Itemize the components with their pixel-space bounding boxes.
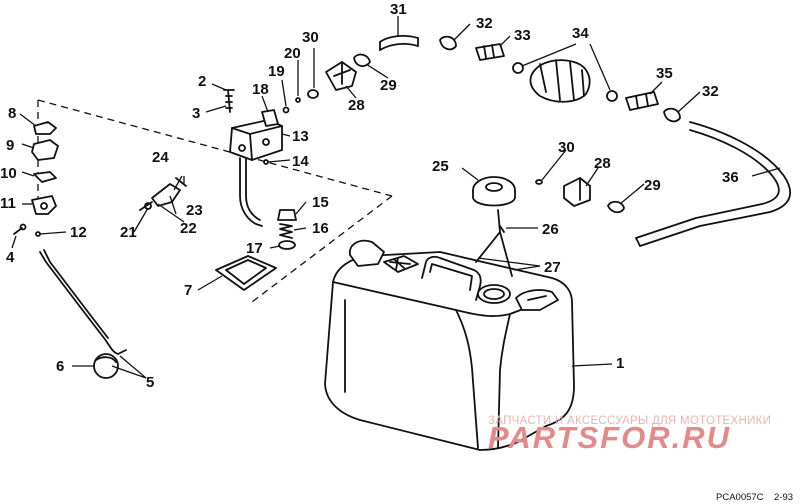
callout-34: 34	[572, 25, 589, 42]
callout-24: 24	[152, 149, 169, 166]
callout-10: 10	[0, 165, 17, 182]
callout-15: 15	[312, 194, 329, 211]
callout-22: 22	[180, 220, 197, 237]
callout-32: 32	[476, 15, 493, 32]
callout-8: 8	[8, 105, 16, 122]
callout-36: 36	[722, 169, 739, 186]
drawing-id: PCA0057C 2-93	[716, 492, 793, 503]
drawing-date: 2-93	[774, 492, 793, 503]
callout-labels: 1 2 3 4 5 6 7 8 9 10 11 12 13 14 15 16 1…	[0, 1, 739, 391]
callout-12: 12	[70, 224, 87, 241]
watermark: ЗАПЧАСТИ И АКСЕССУАРЫ ДЛЯ МОТОТЕХНИКИ PA…	[488, 415, 771, 455]
callout-14: 14	[292, 153, 309, 170]
callout-20: 20	[284, 45, 301, 62]
callout-23: 23	[186, 202, 203, 219]
callout-7: 7	[184, 282, 192, 299]
callout-28-upper: 28	[348, 97, 365, 114]
callout-17: 17	[246, 240, 263, 257]
callout-11: 11	[0, 195, 16, 212]
callout-5: 5	[146, 374, 154, 391]
callout-21: 21	[120, 224, 137, 241]
callout-27: 27	[544, 259, 561, 276]
callout-29: 29	[644, 177, 661, 194]
callout-4: 4	[6, 249, 15, 266]
callout-30-upper: 30	[302, 29, 319, 46]
fuel-line-parts	[379, 35, 792, 247]
callout-18: 18	[252, 81, 269, 98]
callout-2: 2	[198, 73, 206, 90]
callout-35: 35	[656, 65, 673, 82]
fuel-connector-parts	[325, 53, 625, 214]
callout-6: 6	[56, 358, 64, 375]
callout-13: 13	[292, 128, 309, 145]
watermark-logo-text: PARTSFOR.RU	[488, 420, 731, 455]
callout-28: 28	[594, 155, 611, 172]
drawing-code: PCA0057C	[716, 492, 764, 503]
callout-30: 30	[558, 139, 575, 156]
fuel-tank	[324, 239, 575, 451]
callout-32-lower: 32	[702, 83, 719, 100]
assembly-guide-lines	[37, 99, 393, 303]
callout-25: 25	[432, 158, 449, 175]
callout-16: 16	[312, 220, 329, 237]
watermark-tagline: ЗАПЧАСТИ И АКСЕССУАРЫ ДЛЯ МОТОТЕХНИКИ	[488, 415, 771, 427]
fuel-gauge-parts	[13, 121, 127, 379]
filler-cap-parts	[472, 176, 516, 277]
vent-screw-parts	[139, 177, 187, 211]
callout-31: 31	[390, 1, 407, 18]
sending-unit-parts	[215, 89, 319, 291]
callout-3: 3	[192, 105, 200, 122]
callout-9: 9	[6, 137, 14, 154]
callout-33: 33	[514, 27, 531, 44]
callout-1: 1	[616, 355, 624, 372]
callout-19: 19	[268, 63, 285, 80]
leader-lines	[11, 16, 781, 379]
callout-26: 26	[542, 221, 559, 238]
callout-29-upper: 29	[380, 77, 397, 94]
